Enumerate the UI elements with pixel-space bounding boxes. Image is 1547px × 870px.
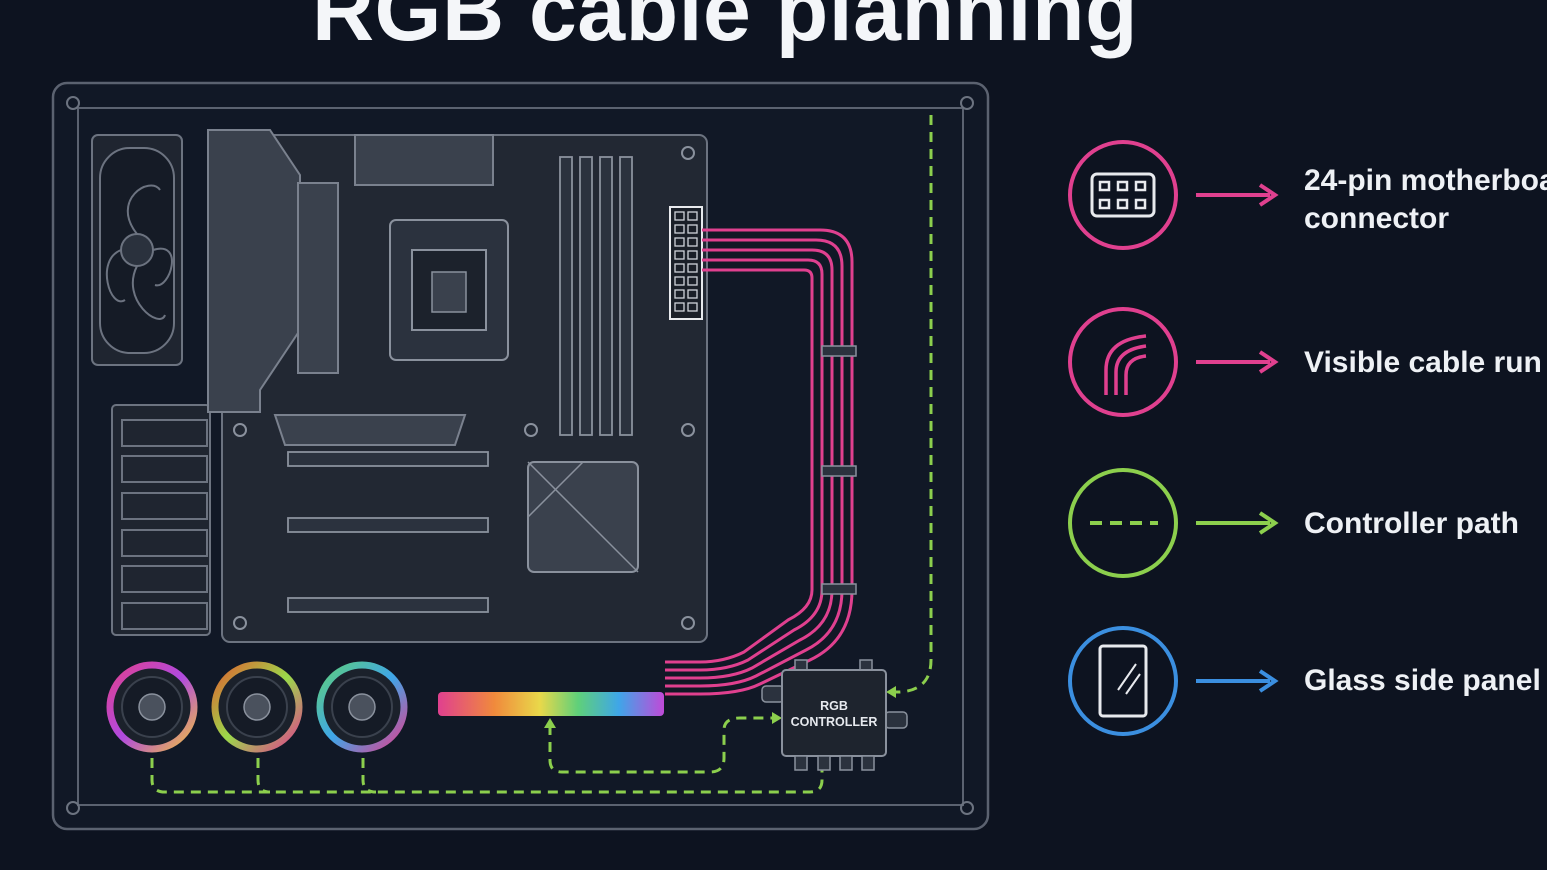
connector-icon bbox=[1068, 140, 1279, 250]
rgb-fan-3 bbox=[316, 661, 408, 753]
legend-24pin-line2: connector bbox=[1304, 202, 1450, 235]
rgb-controller-label: RGB CONTROLLER bbox=[783, 698, 885, 730]
glass-panel-icon bbox=[1068, 626, 1279, 736]
cable-combs bbox=[821, 345, 857, 595]
controller-label-line2: CONTROLLER bbox=[790, 715, 878, 729]
rgb-controller bbox=[761, 659, 908, 771]
legend-24pin-line1: 24-pin motherboard bbox=[1304, 164, 1547, 197]
rgb-led-strip bbox=[438, 692, 664, 716]
legend-24pin-label: 24-pin motherboard connector bbox=[1304, 162, 1547, 238]
controller-label-line1: RGB bbox=[820, 699, 848, 713]
visible-cable-run bbox=[665, 228, 854, 696]
rgb-fan-2 bbox=[211, 661, 303, 753]
legend-controller-path-label: Controller path bbox=[1304, 507, 1519, 540]
dashed-line-icon bbox=[1068, 468, 1279, 578]
page-title: RGB cable planning bbox=[311, 0, 1139, 59]
controller-path bbox=[150, 115, 933, 794]
cable-bend-icon bbox=[1068, 307, 1279, 417]
legend-glass-panel-label: Glass side panel bbox=[1304, 664, 1541, 697]
motherboard bbox=[207, 129, 708, 643]
legend-visible-run-label: Visible cable run bbox=[1304, 346, 1542, 379]
rear-fan bbox=[91, 134, 183, 366]
rgb-fan-1 bbox=[106, 661, 198, 753]
expansion-brackets bbox=[111, 404, 211, 636]
